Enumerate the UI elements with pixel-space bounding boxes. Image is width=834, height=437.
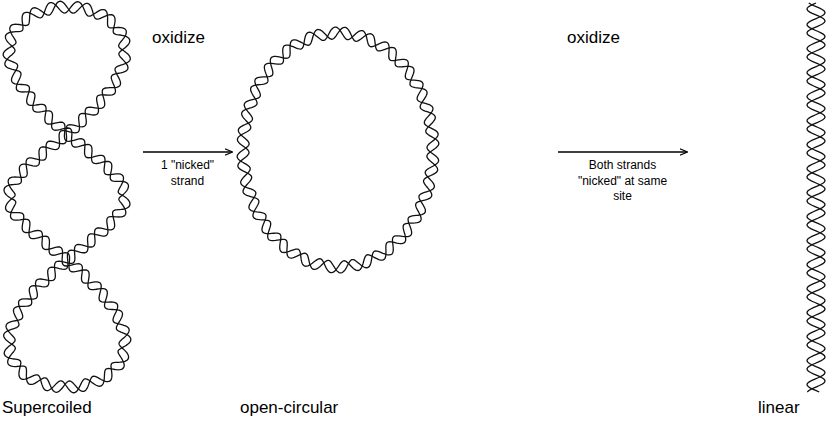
- dna-strand: [237, 27, 438, 273]
- dna-form: open-circular: [235, 0, 555, 425]
- reaction-arrow: [558, 151, 687, 152]
- open-circular-dna: [237, 27, 439, 273]
- dna-strand: [807, 3, 825, 392]
- form-caption: Supercoiled: [2, 398, 92, 418]
- dna-strand: [4, 2, 131, 393]
- supercoiled-dna: [3, 1, 131, 392]
- dna-form: linear: [690, 0, 834, 425]
- arrow-label: 1 "nicked" strand: [145, 158, 231, 189]
- reaction-label: oxidize: [152, 28, 205, 48]
- dna-strand: [807, 3, 825, 392]
- form-caption: open-circular: [240, 398, 338, 418]
- dna-form: Supercoiled: [0, 0, 140, 425]
- dna-strand: [237, 27, 439, 272]
- reaction-label: oxidize: [567, 28, 620, 48]
- dna-strand: [3, 1, 131, 392]
- linear-dna: [807, 3, 825, 392]
- arrow-label: Both strands "nicked" at same site: [574, 158, 672, 205]
- form-caption: linear: [758, 398, 800, 418]
- reaction-arrow: [143, 151, 232, 152]
